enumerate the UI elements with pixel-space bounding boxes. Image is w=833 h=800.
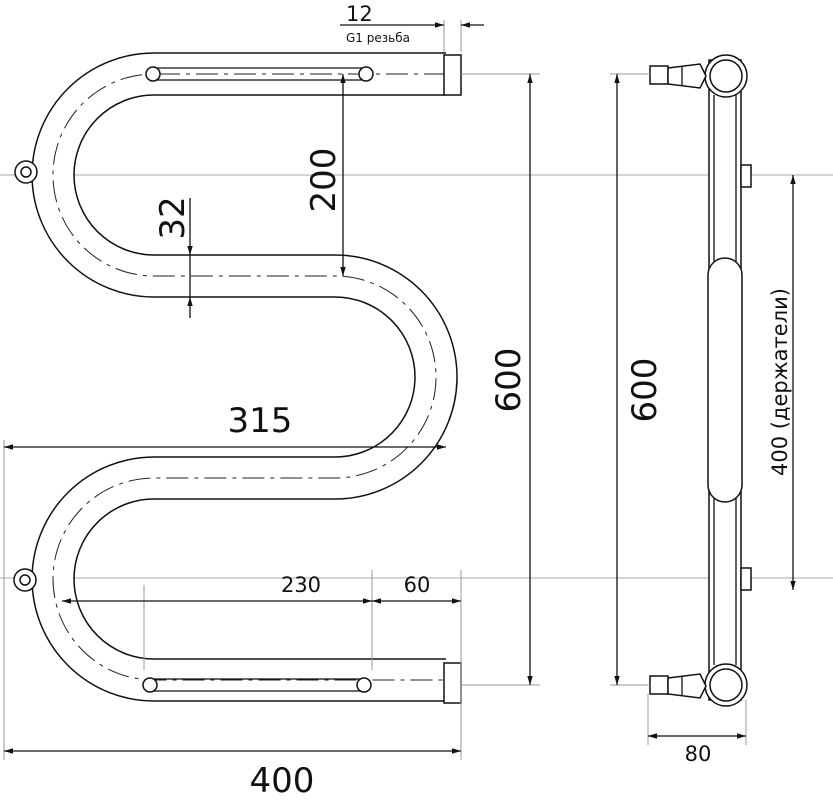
seg-230-label: 230 — [281, 573, 321, 597]
pipe-inner-contour — [73, 94, 458, 660]
bottom-slot — [142, 677, 372, 693]
holders-400-label: 400 (держатели) — [768, 288, 792, 476]
dim-600-side: 600 — [610, 73, 665, 686]
mount-boss-lower — [13, 568, 37, 592]
mount-boss-upper — [14, 160, 38, 184]
side-bracket-lower — [740, 567, 752, 591]
seg-60-label: 60 — [404, 573, 431, 597]
width-400-label: 400 — [250, 761, 315, 800]
dim-600-front: 600 — [461, 73, 540, 686]
dim-400-holders: 400 (держатели) — [768, 175, 796, 590]
dim-80: 80 — [647, 694, 747, 766]
dim-200: 200 — [304, 74, 346, 276]
front-view-rail — [13, 52, 462, 704]
side-view-rail — [649, 54, 752, 707]
pipe-32-label: 32 — [153, 196, 193, 239]
width-315-label: 315 — [228, 401, 293, 441]
depth-80-label: 80 — [685, 742, 712, 766]
dim-400: 400 — [4, 748, 461, 800]
dim-230-60: 230 60 — [62, 570, 462, 760]
side-fitting-bottom — [649, 673, 707, 699]
center-axes — [0, 174, 833, 579]
bottom-connector — [443, 662, 462, 704]
dim-thread: 12 G1 резьба — [340, 2, 484, 52]
pipe-centerline — [52, 73, 446, 681]
top-connector — [443, 54, 462, 96]
thread-note-label: G1 резьба — [346, 31, 410, 45]
side-slot — [707, 257, 743, 503]
top-slot — [145, 66, 374, 82]
height-600-front-label: 600 — [489, 348, 529, 413]
side-bracket-upper — [740, 164, 752, 188]
dim-315: 315 — [3, 401, 446, 760]
pitch-200-label: 200 — [304, 148, 344, 213]
pipe-outer-contour — [31, 52, 446, 702]
thread-size-label: 12 — [346, 2, 373, 26]
height-600-side-label: 600 — [625, 358, 665, 423]
dim-32: 32 — [153, 196, 193, 318]
side-fitting-top — [649, 63, 707, 89]
